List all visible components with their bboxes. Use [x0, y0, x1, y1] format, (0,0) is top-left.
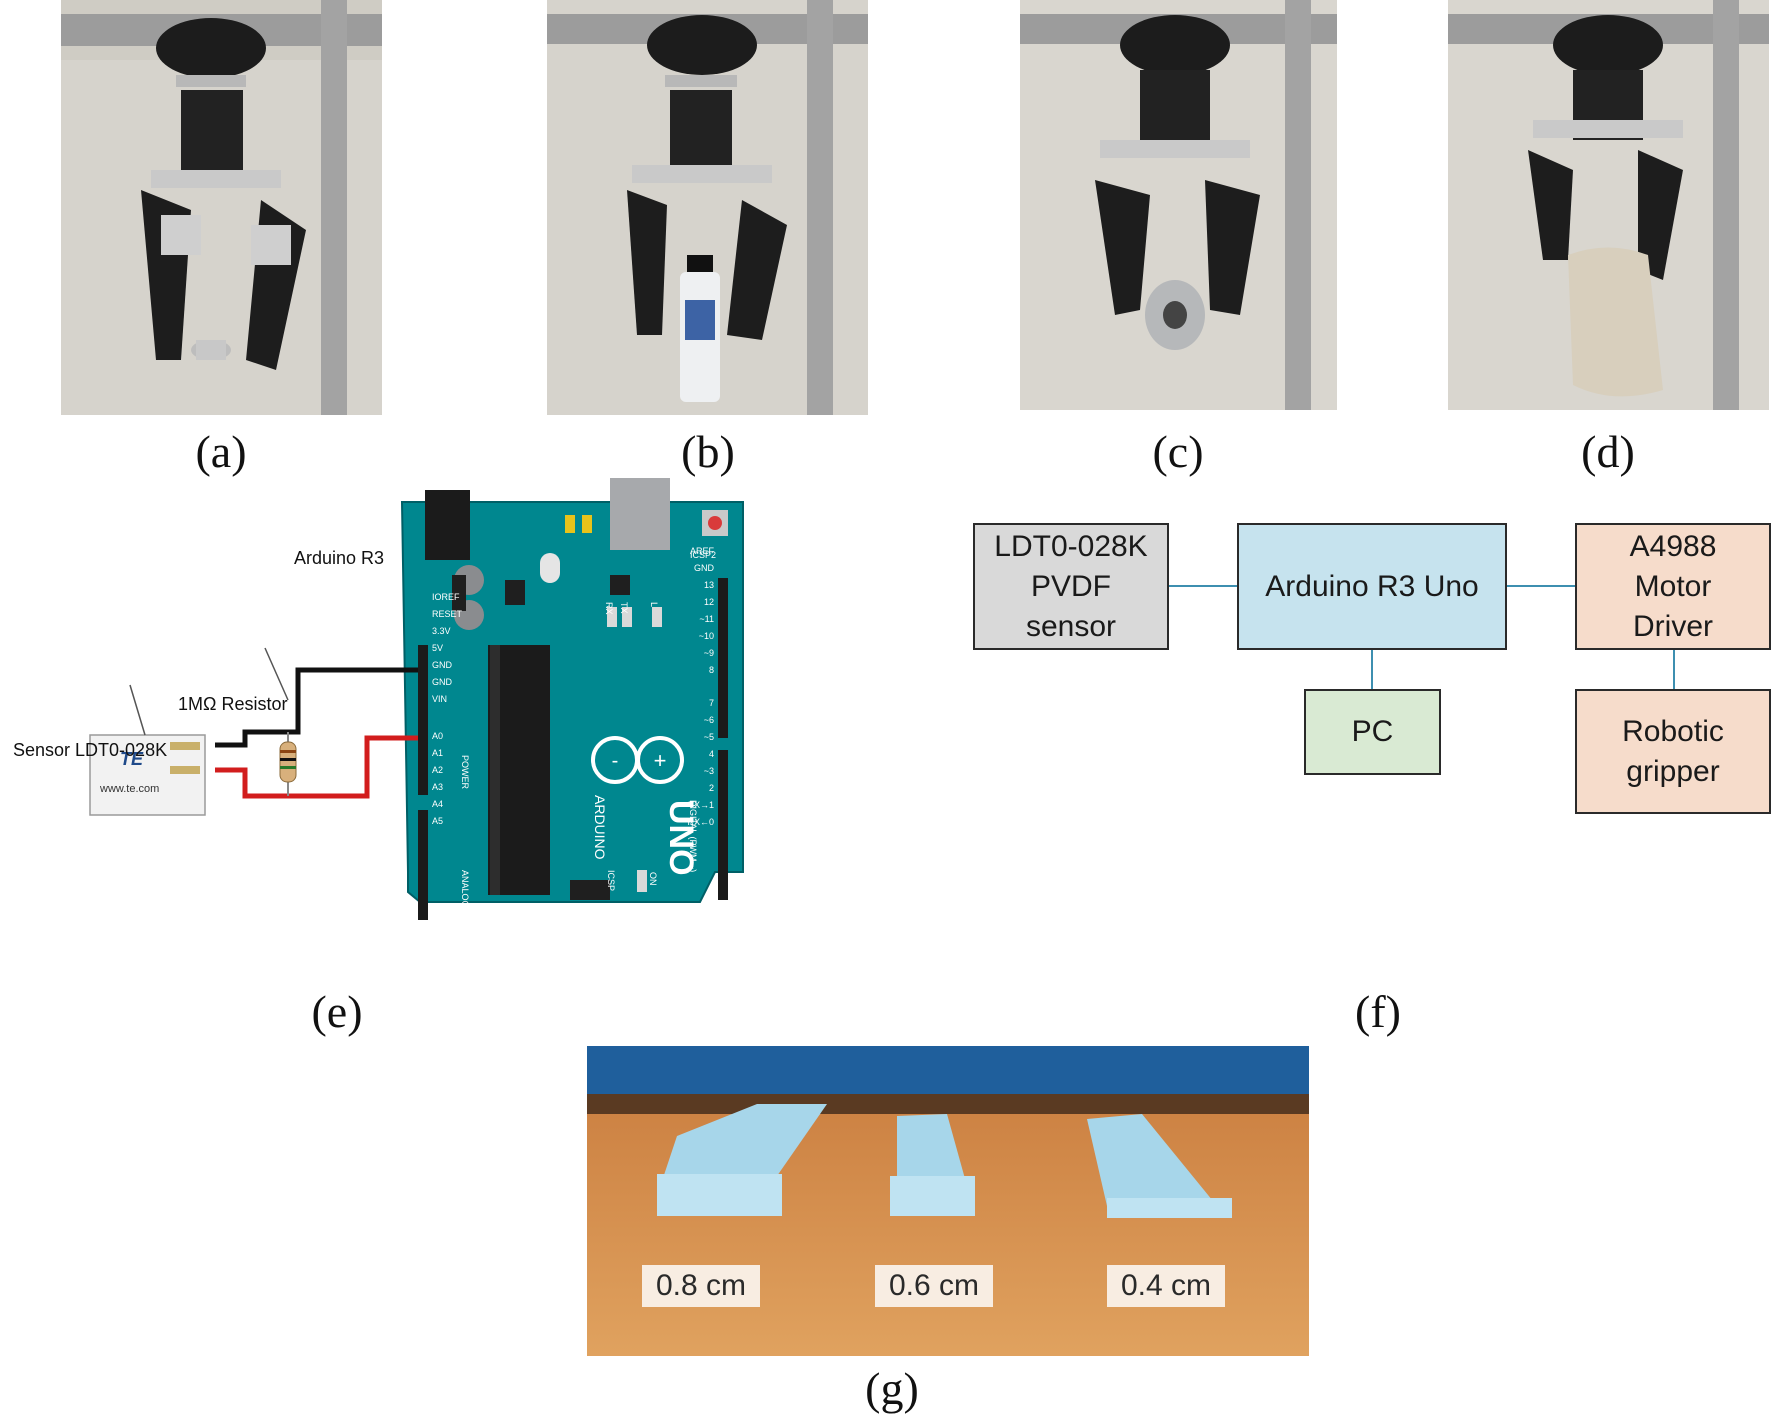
photo-gripper-towel	[1448, 0, 1769, 410]
pin-label: ~10	[699, 631, 714, 641]
photo-gripper-bolt	[61, 0, 382, 415]
caption-e: (e)	[311, 986, 363, 1037]
caption-a: (a)	[195, 426, 247, 477]
caption-f: (f)	[1355, 986, 1401, 1037]
sensor-url: www.te.com	[99, 783, 159, 795]
photo-gripper-solder	[1020, 0, 1337, 410]
board-label: Arduino R3	[294, 548, 385, 568]
pin-label: RX←0	[687, 817, 714, 827]
caption-c: (c)	[1152, 426, 1204, 477]
pin-label: A3	[432, 782, 443, 792]
block-pc: PC	[1304, 689, 1441, 775]
block-controller: Arduino R3 Uno	[1237, 523, 1507, 650]
pin-label: ~11	[699, 614, 714, 624]
sensor-label: Sensor LDT0-028K	[13, 740, 168, 760]
pin-label: 13	[704, 580, 714, 590]
pin-label: ~6	[704, 715, 714, 725]
analog-group-label: ANALOG IN	[460, 870, 470, 919]
pin-label: 5V	[432, 643, 443, 653]
sensor-brand: TE	[120, 749, 144, 769]
icsp2-label: ICSP2	[690, 550, 716, 560]
pin-label: IOREF	[432, 592, 460, 602]
led-label-rx: RX	[604, 602, 614, 615]
on-label: ON	[648, 872, 658, 886]
power-group-label: POWER	[460, 755, 470, 790]
pin-label: GND	[694, 563, 715, 573]
pin-label: 7	[709, 698, 714, 708]
pin-label: TX→1	[688, 800, 714, 810]
pin-label: A0	[432, 731, 443, 741]
block-gripper: Robotic gripper	[1575, 689, 1771, 814]
photo-samples	[587, 1046, 1309, 1356]
caption-d: (d)	[1581, 426, 1635, 477]
sample-label-1: 0.8 cm	[642, 1265, 761, 1307]
pin-label: A4	[432, 799, 443, 809]
block-sensor: LDT0-028K PVDF sensor	[973, 523, 1169, 650]
pin-label: 2	[709, 783, 714, 793]
board-model: UNO	[662, 800, 700, 876]
pin-label: GND	[432, 677, 453, 687]
svg-text:-: -	[612, 750, 619, 772]
caption-g: (g)	[865, 1363, 919, 1414]
pin-label: A5	[432, 816, 443, 826]
pin-label: VIN	[432, 694, 447, 704]
pin-label: 12	[704, 597, 714, 607]
block-driver: A4988 Motor Driver	[1575, 523, 1771, 650]
signal-wire	[215, 735, 418, 799]
pin-label: A2	[432, 765, 443, 775]
resistor	[279, 741, 297, 783]
sample-label-3: 0.4 cm	[1107, 1265, 1226, 1307]
pin-label: ~3	[704, 766, 714, 776]
pin-label: ~9	[704, 648, 714, 658]
pin-label: ~5	[704, 732, 714, 742]
pin-label: 8	[709, 665, 714, 675]
pin-label: 3.3V	[432, 626, 451, 636]
icsp-label: ICSP	[606, 870, 616, 891]
pin-label: AREF	[690, 546, 715, 556]
wiring-diagram: - + ARDUINO UNO IOREF RESET 3.3V 5V GND GND VI…	[0, 470, 800, 990]
pin-label: RESET	[432, 609, 463, 619]
pin-label: 4	[709, 749, 714, 759]
board-brand: ARDUINO	[592, 795, 608, 860]
photo-gripper-bottle	[547, 0, 868, 415]
pin-label: GND	[432, 660, 453, 670]
led-label-tx: TX	[619, 602, 629, 614]
ground-wire	[215, 667, 418, 748]
digital-group-label: DIGITAL (PWM ~)	[688, 800, 698, 872]
caption-b: (b)	[681, 426, 735, 477]
svg-text:+: +	[654, 748, 667, 773]
sample-label-2: 0.6 cm	[875, 1265, 994, 1307]
led-label-l: L	[649, 602, 659, 607]
resistor-label: 1MΩ Resistor	[178, 694, 288, 714]
pin-label: A1	[432, 748, 443, 758]
